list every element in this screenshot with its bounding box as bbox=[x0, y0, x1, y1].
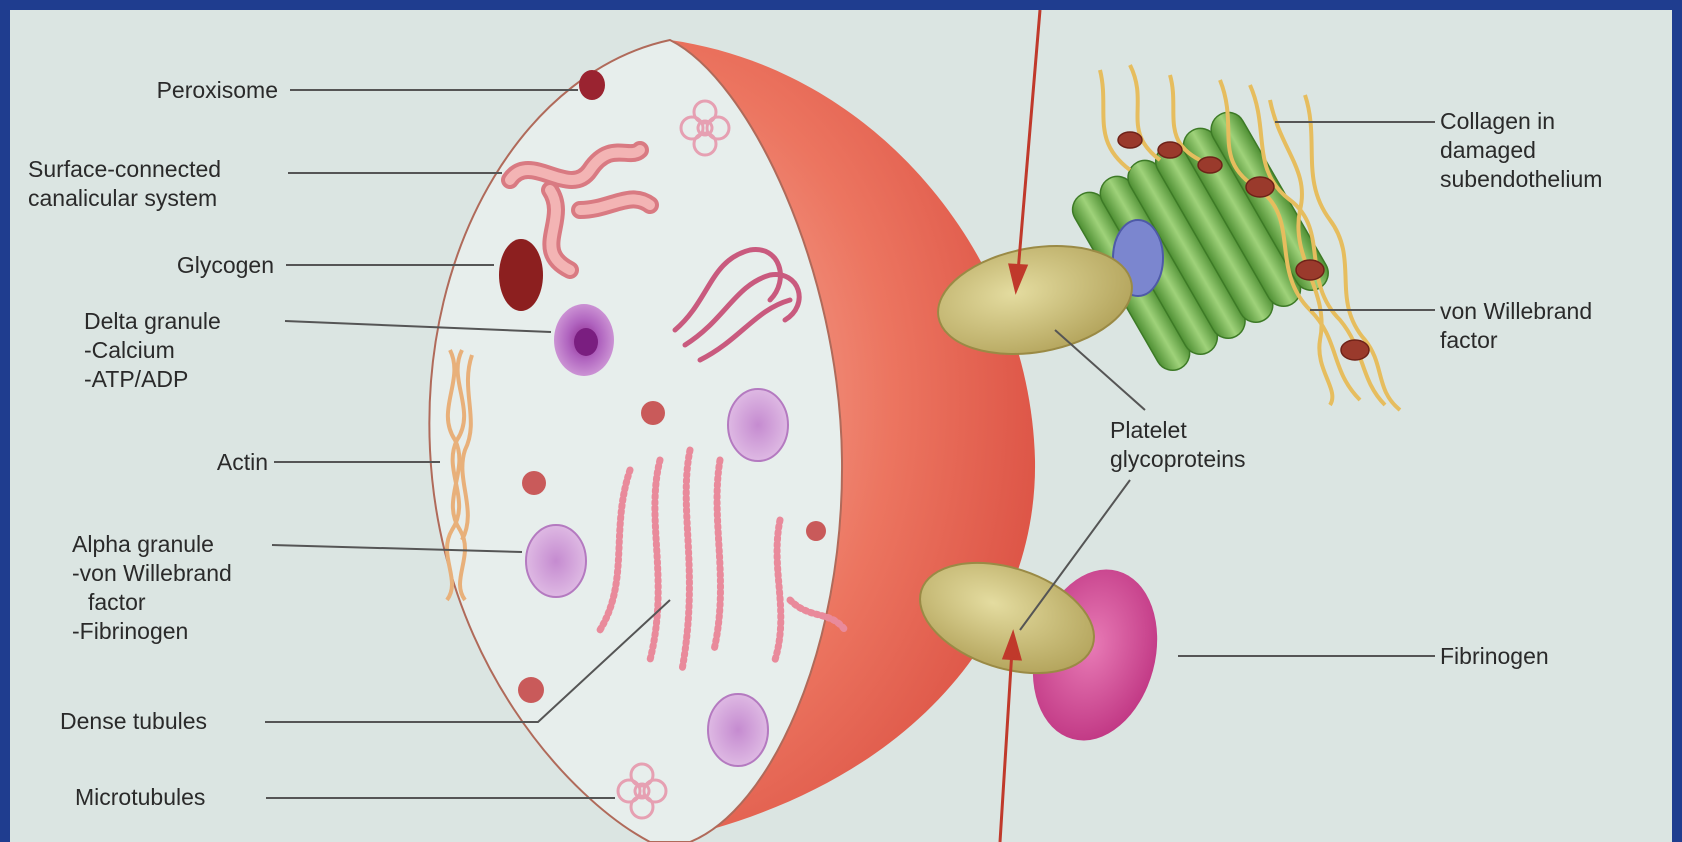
label-canalicular-system: Surface-connected canalicular system bbox=[28, 155, 221, 213]
label-platelet-glycoproteins: Platelet glycoproteins bbox=[1110, 416, 1246, 474]
label-fibrinogen: Fibrinogen bbox=[1440, 642, 1549, 671]
label-microtubules: Microtubules bbox=[75, 783, 205, 812]
delta-granule-shape bbox=[554, 304, 614, 376]
label-peroxisome: Peroxisome bbox=[157, 76, 278, 105]
glycogen-shape bbox=[499, 239, 543, 311]
label-actin: Actin bbox=[217, 448, 268, 477]
platelet-diagram bbox=[10, 10, 1672, 842]
label-collagen: Collagen in damaged subendothelium bbox=[1440, 107, 1602, 194]
label-glycogen: Glycogen bbox=[177, 251, 274, 280]
label-dense-tubules: Dense tubules bbox=[60, 707, 207, 736]
label-von-willebrand: von Willebrand factor bbox=[1440, 297, 1592, 355]
diagram-panel: Peroxisome Surface-connected canalicular… bbox=[10, 10, 1672, 842]
collagen-bundle bbox=[1066, 106, 1334, 376]
peroxisome-shape bbox=[579, 70, 605, 100]
label-delta-granule: Delta granule -Calcium -ATP/ADP bbox=[84, 307, 221, 394]
label-alpha-granule: Alpha granule -von Willebrand factor -Fi… bbox=[72, 530, 232, 646]
